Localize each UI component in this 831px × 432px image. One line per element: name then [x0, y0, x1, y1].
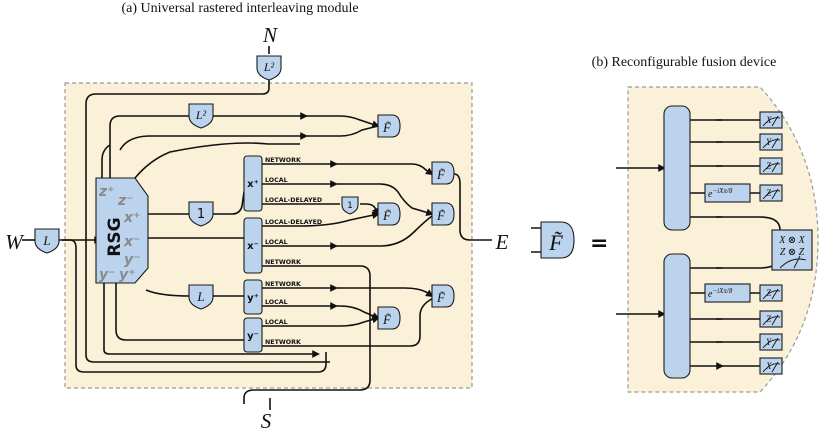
meas-top-4: Z [759, 184, 783, 202]
svg-text:Z ⊗ Z: Z ⊗ Z [780, 247, 805, 258]
label-network-2: NETWORK [265, 259, 302, 266]
svg-text:e−iXπ/8: e−iXπ/8 [708, 187, 733, 200]
label-local-3: LOCAL [265, 299, 288, 306]
svg-text:F̃: F̃ [436, 208, 446, 223]
port-west: W [5, 230, 25, 254]
meas-top-3: Z [759, 157, 783, 175]
delay-l2-north: L² [256, 55, 282, 81]
delay-l2-inner: L² [188, 103, 214, 129]
switch-y-plus: y⁺ [243, 279, 263, 315]
fusion-legend: F̃ = [531, 221, 608, 259]
port-east: E [495, 230, 509, 254]
svg-text:y⁺: y⁺ [247, 293, 259, 304]
label-network-3: NETWORK [265, 281, 302, 288]
rsg-x-minus: x⁻ [123, 234, 140, 250]
wire-labels: NETWORK LOCAL LOCAL-DELAYED LOCAL-DELAYE… [265, 157, 322, 346]
label-network-4: NETWORK [265, 339, 302, 346]
rsg-y-minus: y⁻ [124, 252, 141, 268]
label-local-2: LOCAL [265, 239, 288, 246]
meas-top-1: X [759, 111, 783, 129]
switch-y-minus: y⁻ [243, 317, 263, 353]
rsg-z-minus: z⁻ [117, 193, 134, 209]
delay-one: 1 [188, 201, 214, 227]
svg-text:X: X [765, 115, 772, 125]
module-wires [22, 46, 492, 410]
rsg-y-plus: y⁺ [119, 267, 136, 283]
delay-l-west: L [34, 228, 60, 254]
rsg-block: RSG z⁺ z⁻ x⁺ x⁻ y⁻ y⁻ y⁺ [95, 177, 149, 284]
splitter-top [663, 105, 691, 231]
fusion-1: F̃ [377, 114, 401, 138]
svg-text:1: 1 [347, 201, 353, 211]
caption-a: (a) Universal rastered interleaving modu… [121, 1, 358, 16]
fusion-2: F̃ [431, 161, 455, 185]
fusion-5: F̃ [431, 284, 455, 308]
label-network-1: NETWORK [265, 157, 302, 164]
fusion-4: F̃ [431, 202, 455, 226]
delay-one-small: 1 [341, 196, 359, 215]
label-local-delayed-2: LOCAL-DELAYED [265, 219, 322, 226]
fusion-3: F̃ [377, 202, 401, 226]
svg-text:F̃: F̃ [382, 208, 392, 223]
svg-text:L²: L² [195, 108, 207, 122]
rsg-y-minus-b: y⁻ [99, 267, 116, 283]
svg-text:x⁻: x⁻ [247, 241, 259, 252]
label-local-1: LOCAL [265, 177, 288, 184]
svg-text:L: L [196, 289, 204, 304]
svg-text:L²: L² [263, 60, 275, 74]
meas-top-2: Y [759, 133, 783, 151]
port-north: N [262, 23, 278, 47]
svg-text:F̃: F̃ [436, 290, 446, 305]
splitter-bottom [663, 253, 691, 379]
switch-x-minus: x⁻ [243, 217, 263, 274]
rsg-x-plus: x⁺ [123, 210, 140, 226]
svg-text:X: X [765, 361, 772, 371]
meas-bottom-1: Z [759, 284, 783, 302]
svg-text:L: L [42, 233, 50, 248]
delay-l-inner: L [188, 284, 214, 310]
phase-gate-bottom: e−iXπ/8 [704, 283, 751, 303]
phase-gate-top: e−iXπ/8 [704, 183, 751, 203]
svg-text:F̃: F̃ [382, 312, 392, 327]
svg-text:x⁺: x⁺ [247, 179, 259, 190]
label-local-delayed-1: LOCAL-DELAYED [265, 197, 322, 204]
bell-measurement: X ⊗ X Z ⊗ Z [771, 229, 813, 271]
svg-text:F̃: F̃ [382, 120, 392, 135]
caption-b: (b) Reconfigurable fusion device [592, 55, 777, 70]
rsg-label: RSG [105, 217, 125, 256]
svg-text:X ⊗ X: X ⊗ X [778, 235, 805, 246]
rsg-z-plus: z⁺ [98, 184, 115, 200]
svg-text:F̃: F̃ [436, 167, 446, 182]
equals-sign: = [590, 231, 608, 256]
port-south: S [261, 409, 272, 432]
svg-text:1: 1 [197, 207, 205, 222]
meas-bottom-3: Y [759, 333, 783, 351]
switch-x-plus: x⁺ [243, 155, 263, 212]
meas-bottom-2: Z [759, 310, 783, 328]
label-local-4: LOCAL [265, 319, 288, 326]
meas-bottom-4: X [759, 357, 783, 375]
fusion-6: F̃ [377, 306, 401, 330]
svg-text:y⁻: y⁻ [247, 331, 259, 342]
svg-text:F̃: F̃ [548, 230, 563, 255]
svg-text:e−iXπ/8: e−iXπ/8 [708, 287, 733, 300]
